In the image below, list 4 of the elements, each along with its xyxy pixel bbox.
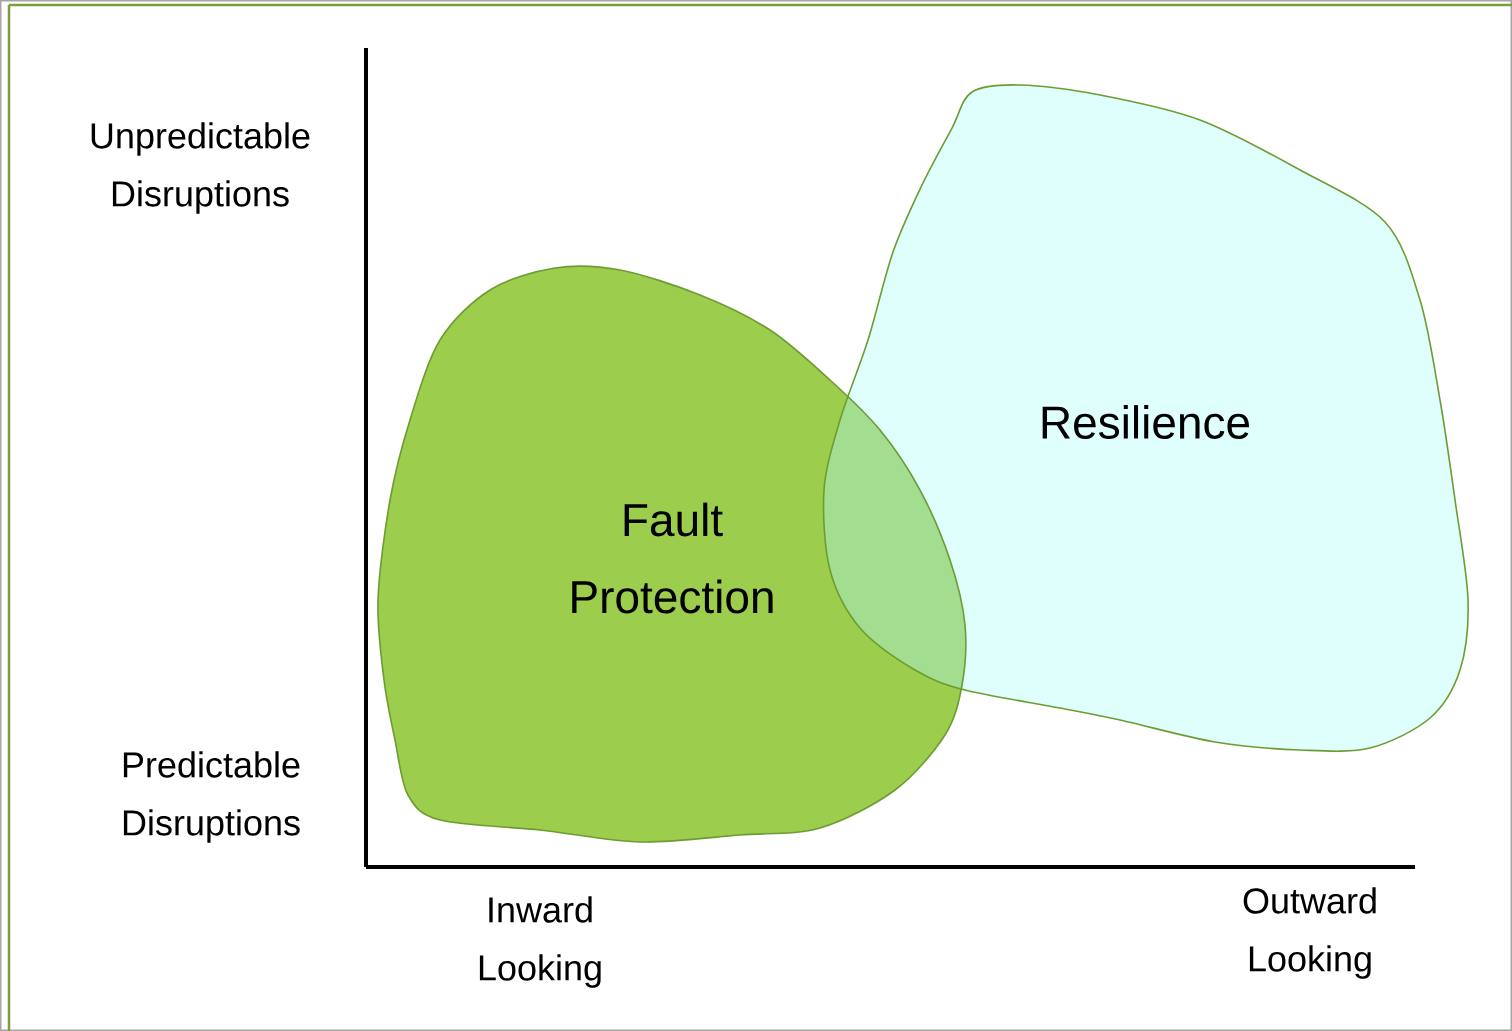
- axis-label: Inward Looking: [479, 896, 601, 988]
- axis-label: Predictable Disruptions: [123, 751, 300, 843]
- axis-label: Outward Looking: [1243, 887, 1376, 979]
- axis-label: Unpredictable Disruptions: [91, 122, 310, 214]
